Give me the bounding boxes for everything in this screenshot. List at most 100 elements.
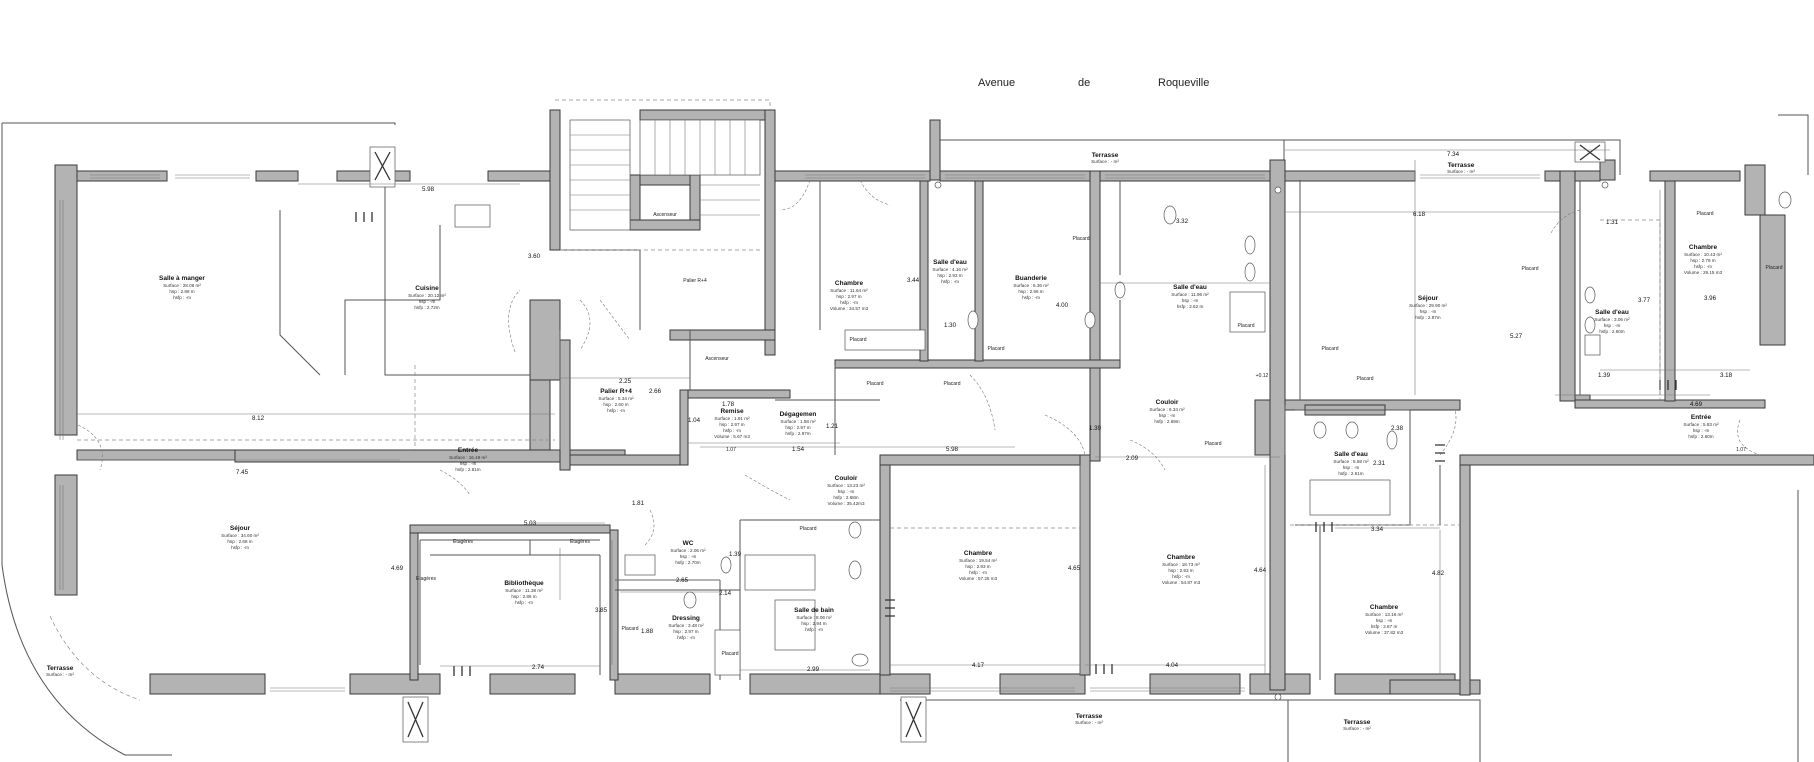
storage-labels: Placard Placard Placard Placard Placard … bbox=[416, 211, 1783, 657]
room-name: Salle d'eau bbox=[1173, 284, 1207, 291]
room-info: hsfp : 2.60m bbox=[1688, 434, 1713, 439]
room-info: hsfp : -m bbox=[607, 408, 625, 413]
dimension-label: 3.60 bbox=[528, 253, 541, 260]
dimension-label: 4.65 bbox=[1068, 565, 1081, 572]
room-info: Surface : 10.43 m² bbox=[1684, 252, 1722, 257]
dimension-label: 8.12 bbox=[252, 415, 265, 422]
room-info: Surface : 3.48 m² bbox=[668, 623, 704, 628]
terrace-name: Terrasse bbox=[1344, 719, 1371, 726]
room-info: hsfp : 2.61m bbox=[455, 467, 480, 472]
closet-label: Placard bbox=[1205, 441, 1222, 447]
closet-label: Placard bbox=[1073, 236, 1090, 242]
room-info: hsp : 2.97 m bbox=[836, 294, 861, 299]
terrace-info: Surface : - m² bbox=[1075, 720, 1103, 725]
closet-label: Placard bbox=[944, 381, 961, 387]
marker-label: 1.07 bbox=[726, 447, 736, 453]
room-info: hsfp : -m bbox=[1022, 295, 1040, 300]
room-name: Salle à manger bbox=[159, 275, 205, 282]
dimension-label: 3.32 bbox=[1176, 218, 1189, 225]
room-info: hsfp : 2.97m bbox=[785, 431, 810, 436]
room-name: Ascenseur bbox=[705, 356, 729, 362]
room-info: hsfp : -m bbox=[805, 627, 823, 632]
room-info: hsfp : -m bbox=[173, 295, 191, 300]
room-info: hsp : -m bbox=[1376, 618, 1393, 623]
room-info: hsfp : -m bbox=[840, 300, 858, 305]
room-info: hsp : -m bbox=[1693, 428, 1710, 433]
dimension-label: 2.25 bbox=[619, 378, 632, 385]
fixtures bbox=[454, 191, 1792, 676]
room-name: Bibliothèque bbox=[504, 580, 544, 587]
room-info: Surface : 2.06 m² bbox=[670, 548, 706, 553]
room-name: Couloir bbox=[1156, 399, 1179, 406]
room-info: Volume : 57.25 m3 bbox=[959, 576, 998, 581]
closet-label: Placard bbox=[622, 626, 639, 632]
closet-label: Placard bbox=[1357, 376, 1374, 382]
closet-label: Placard bbox=[1522, 266, 1539, 272]
room-info: Volume : 35.42m3 bbox=[827, 501, 864, 506]
shelf-label: Etagères bbox=[570, 539, 591, 545]
room-info: hsp : -m bbox=[838, 489, 855, 494]
dimension-label: 3.34 bbox=[1371, 526, 1384, 533]
street-word-roqueville: Roqueville bbox=[1158, 77, 1209, 89]
room-name: Entrée bbox=[1691, 414, 1712, 421]
room-info: hsp : -m bbox=[1182, 298, 1199, 303]
room-info: hsp : -m bbox=[1604, 323, 1621, 328]
marker-label: 1.07 bbox=[1736, 447, 1746, 453]
room-info: Surface : 5.58 m² bbox=[1333, 459, 1369, 464]
dimension-label: 1.54 bbox=[792, 446, 805, 453]
room-name: Palier R+4 bbox=[600, 388, 632, 395]
room-name: Salle d'eau bbox=[1334, 451, 1368, 458]
dimension-label: 1.21 bbox=[826, 423, 839, 430]
terrace-name: Terrasse bbox=[1448, 162, 1475, 169]
room-name: Chambre bbox=[835, 280, 864, 287]
staircase bbox=[555, 99, 771, 251]
dimension-label: 4.17 bbox=[972, 662, 985, 669]
room-info: Surface : 4.16 m² bbox=[932, 267, 968, 272]
room-info: Surface : 19.54 m² bbox=[959, 558, 997, 563]
dimension-label: 4.69 bbox=[391, 565, 404, 572]
dimension-label: 2.31 bbox=[1373, 460, 1386, 467]
room-info: Surface : 6.36 m² bbox=[1013, 283, 1049, 288]
dimension-label: 3.96 bbox=[1704, 295, 1717, 302]
room-info: hsfp : 2.87m bbox=[1415, 315, 1440, 320]
hatches bbox=[355, 141, 1677, 743]
room-info: hsfp : 2.60m bbox=[1599, 329, 1624, 334]
room-name: Dégagemen bbox=[780, 411, 817, 418]
room-info: Surface : 1.58 m² bbox=[780, 419, 816, 424]
room-info: Surface : 18.73 m² bbox=[1162, 562, 1200, 567]
walls bbox=[54, 109, 1814, 696]
room-info: hsp : 2.93 m bbox=[965, 564, 990, 569]
closet-label: Placard bbox=[800, 526, 817, 532]
room-info: hsfp : 2.72m bbox=[414, 305, 439, 310]
room-info: hsp : -m bbox=[460, 461, 477, 466]
dimension-label: 4.04 bbox=[1166, 662, 1179, 669]
room-info: Surface : 11.38 m² bbox=[505, 588, 543, 593]
dimension-label: 1.39 bbox=[1089, 425, 1102, 432]
room-name: Palier R+4 bbox=[683, 278, 707, 284]
room-name: Entrée bbox=[458, 447, 479, 454]
dimension-label: 2.14 bbox=[719, 590, 732, 597]
dimension-label: 3.85 bbox=[595, 607, 608, 614]
terrace-bottom-right bbox=[1288, 699, 1481, 762]
shelf-label: Etagères bbox=[416, 576, 437, 582]
dimension-label: 1.30 bbox=[944, 322, 957, 329]
room-info: hsp : -m bbox=[1343, 465, 1360, 470]
terrace-info: Surface : - m² bbox=[1091, 159, 1119, 164]
room-name: Chambre bbox=[1167, 554, 1196, 561]
terrace-top-right bbox=[1284, 139, 1621, 175]
dimension-label: 3.18 bbox=[1720, 372, 1733, 379]
dimension-label: 5.98 bbox=[946, 446, 959, 453]
dimension-label: 1.39 bbox=[729, 551, 742, 558]
room-info: Surface : 3.06 m² bbox=[1594, 317, 1630, 322]
room-name: Séjour bbox=[1418, 295, 1439, 302]
room-info: Surface : 34.60 m² bbox=[221, 533, 259, 538]
terrace-name: Terrasse bbox=[1076, 713, 1103, 720]
dimension-label: 6.18 bbox=[1413, 211, 1426, 218]
windows bbox=[59, 174, 1540, 692]
closet-label: Placard bbox=[850, 337, 867, 343]
pillars bbox=[934, 181, 1609, 701]
dimension-label: 7.34 bbox=[1447, 151, 1460, 158]
street-word-avenue: Avenue bbox=[978, 77, 1015, 89]
room-name: Séjour bbox=[230, 525, 251, 532]
